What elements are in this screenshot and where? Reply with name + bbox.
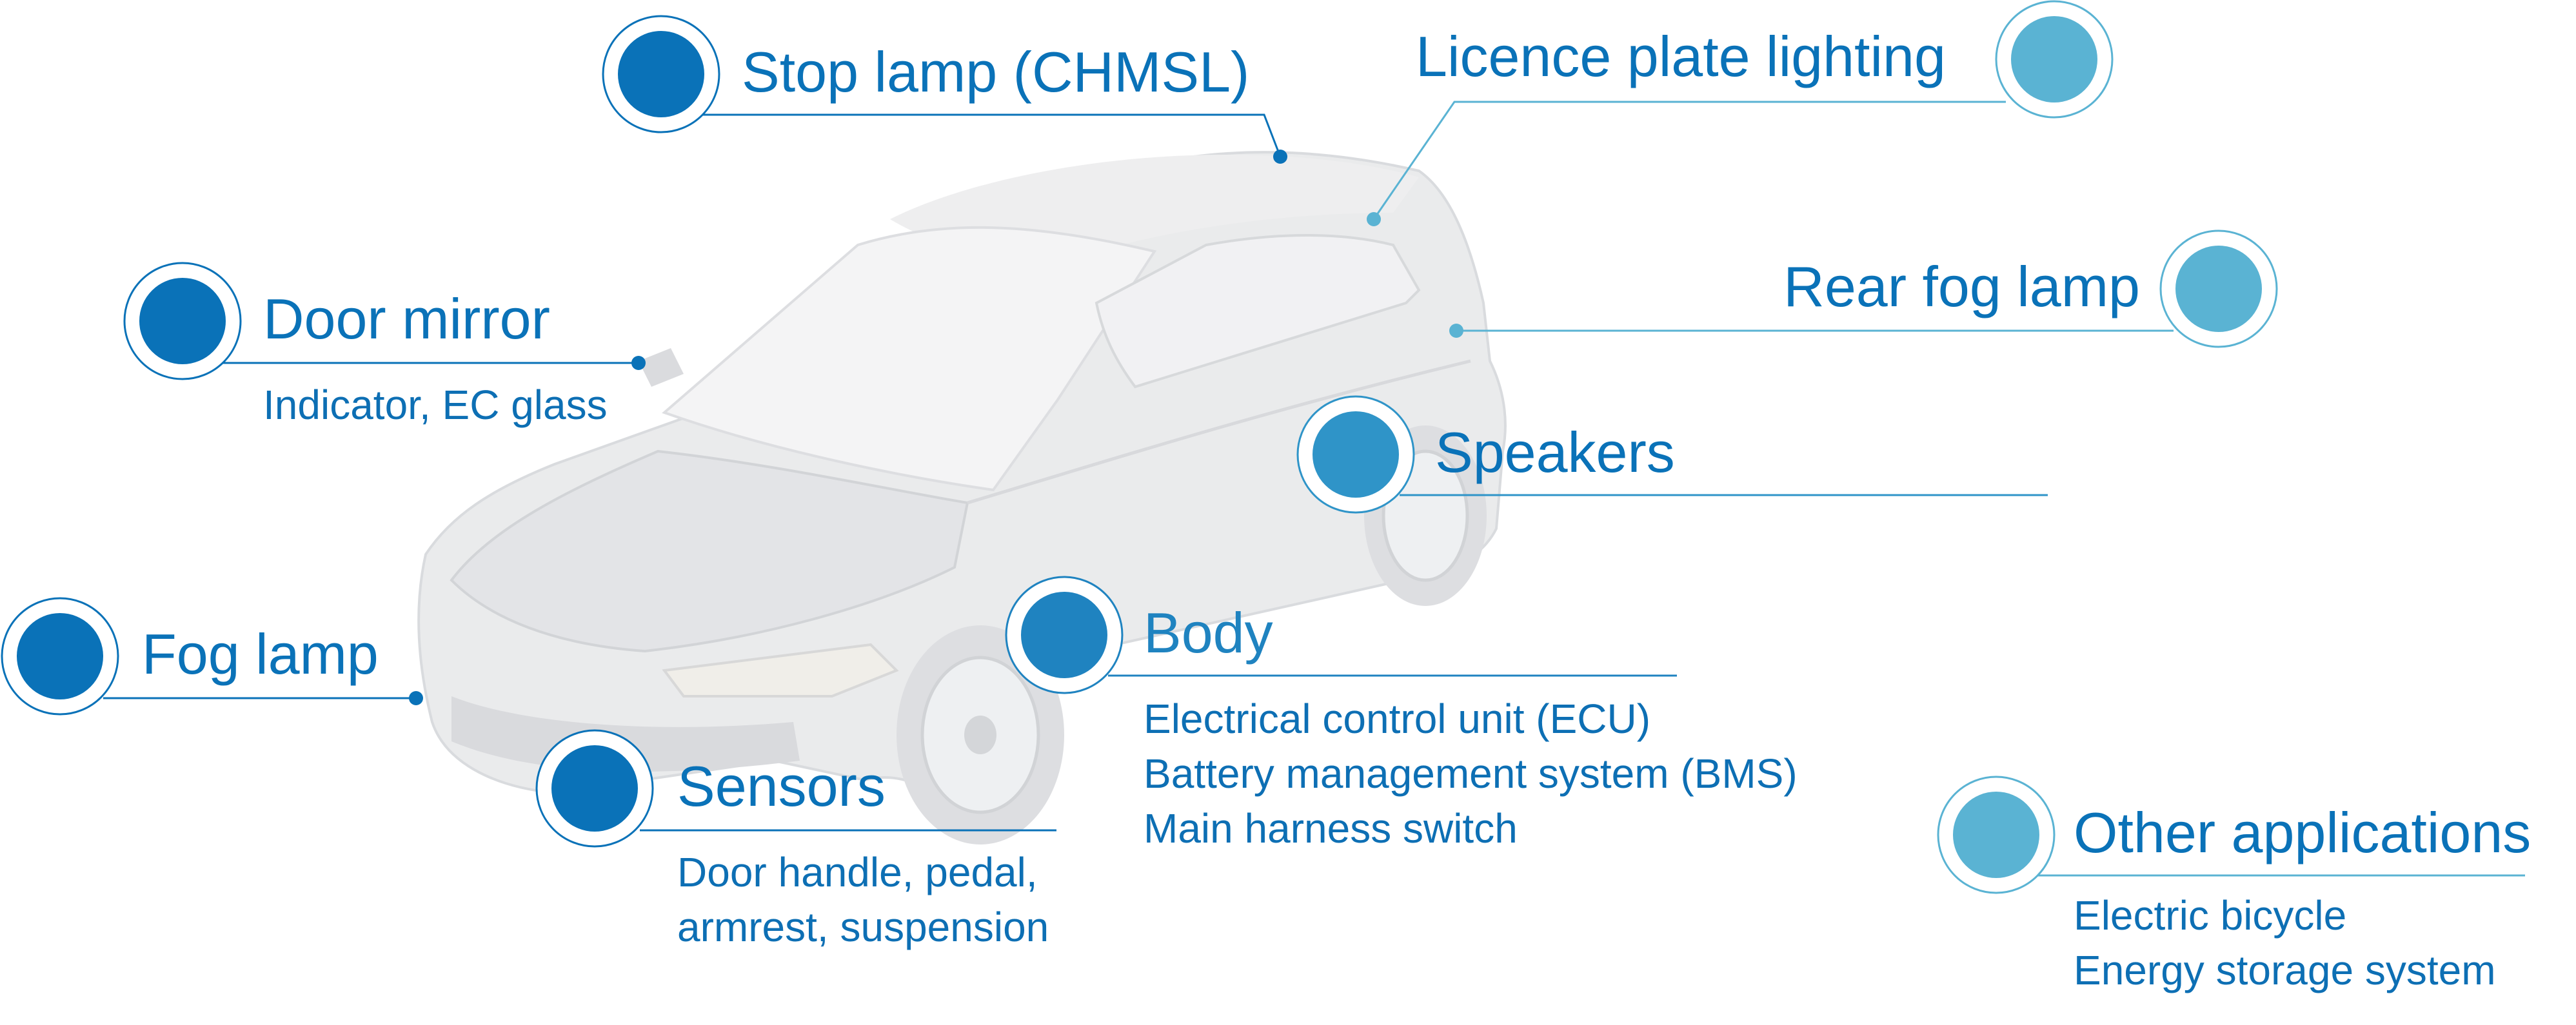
- body-detail-ecu: Electrical control unit (ECU): [1144, 696, 1650, 742]
- licence-plate-title: Licence plate lighting: [1416, 24, 1946, 88]
- door-mirror-marker: [139, 278, 226, 364]
- callout-sensors: Sensors Door handle, pedal, armrest, sus…: [535, 729, 1056, 950]
- door-mirror-title: Door mirror: [263, 287, 550, 351]
- callout-stop-lamp: Stop lamp (CHMSL): [602, 15, 1287, 164]
- sensors-detail-line-2: armrest, suspension: [677, 904, 1049, 950]
- sensors-marker: [551, 745, 638, 832]
- fog-lamp-title: Fog lamp: [142, 622, 379, 686]
- body-marker: [1021, 592, 1107, 678]
- stop-lamp-marker: [618, 31, 704, 117]
- speakers-marker: [1313, 411, 1399, 498]
- fog-lamp-anchor-dot: [409, 691, 423, 705]
- speakers-title: Speakers: [1435, 420, 1675, 484]
- car-front-wheel: [897, 625, 1064, 844]
- licence-plate-anchor-dot: [1367, 212, 1381, 226]
- callout-door-mirror: Door mirror Indicator, EC glass: [123, 262, 646, 428]
- body-detail-bms: Battery management system (BMS): [1144, 750, 1798, 797]
- stop-lamp-connector: [700, 113, 1282, 157]
- other-applications-detail-bicycle: Electric bicycle: [2074, 892, 2346, 939]
- stop-lamp-anchor-dot: [1273, 150, 1287, 164]
- callout-other-applications: Other applications Electric bicycle Ener…: [1937, 776, 2531, 993]
- sensors-title: Sensors: [677, 754, 886, 818]
- car-side-windows: [1095, 234, 1421, 389]
- licence-plate-marker: [2011, 16, 2097, 102]
- car-illustration: [417, 151, 1507, 844]
- callout-rear-fog-lamp: Rear fog lamp: [1449, 229, 2278, 348]
- rear-fog-title: Rear fog lamp: [1783, 255, 2140, 318]
- body-title: Body: [1144, 601, 1273, 665]
- fog-lamp-marker: [17, 613, 103, 699]
- door-mirror-detail: Indicator, EC glass: [263, 382, 608, 428]
- licence-plate-connector: [1372, 101, 2006, 220]
- callout-licence-plate-lighting: Licence plate lighting: [1367, 0, 2114, 226]
- car-headlight: [662, 643, 899, 698]
- stop-lamp-title: Stop lamp (CHMSL): [742, 40, 1249, 104]
- car-windshield: [662, 226, 1157, 492]
- body-detail-harness: Main harness switch: [1144, 805, 1518, 852]
- other-applications-marker: [1953, 792, 2039, 878]
- car-mirror: [639, 348, 684, 387]
- car-side-line: [967, 359, 1471, 505]
- callout-body: Body Electrical control unit (ECU) Batte…: [1005, 576, 1798, 852]
- callout-fog-lamp: Fog lamp: [1, 597, 423, 716]
- car-grille: [451, 696, 800, 772]
- sensors-detail-line-1: Door handle, pedal,: [677, 849, 1038, 895]
- rear-fog-anchor-dot: [1449, 324, 1463, 338]
- other-applications-detail-energy: Energy storage system: [2074, 947, 2496, 993]
- other-applications-title: Other applications: [2074, 801, 2531, 864]
- door-mirror-anchor-dot: [631, 356, 646, 370]
- callout-speakers: Speakers: [1296, 395, 2048, 514]
- rear-fog-marker: [2175, 246, 2262, 332]
